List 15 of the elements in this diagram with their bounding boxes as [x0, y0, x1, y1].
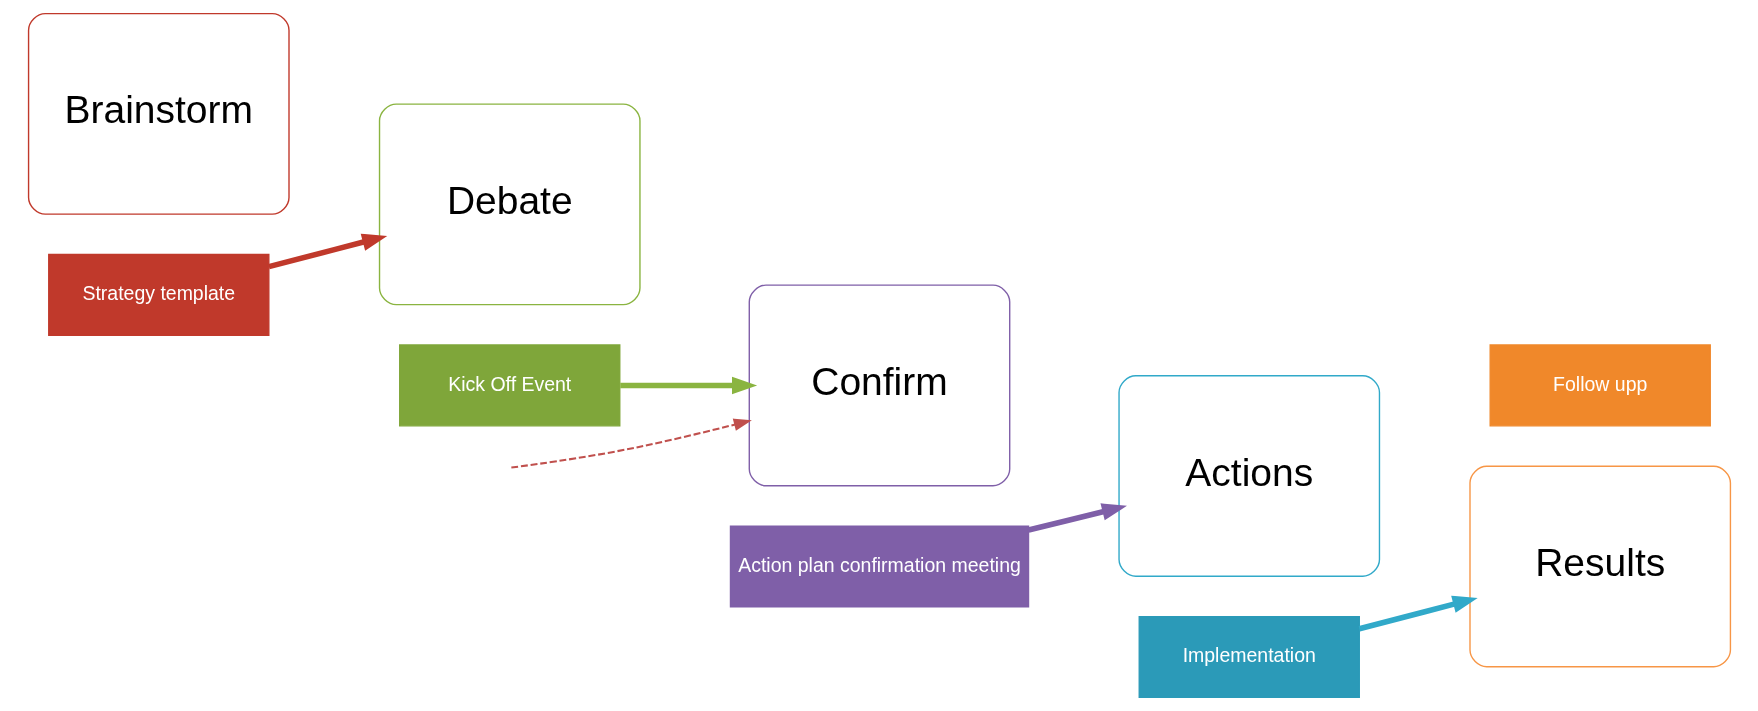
node-box: Kick Off Event: [398, 344, 620, 427]
node-box: Strategy template: [47, 253, 269, 336]
node-box: Debate: [378, 103, 641, 306]
arrow: [1027, 503, 1127, 533]
node-box: Results: [1468, 465, 1731, 668]
node-box: Actions: [1117, 375, 1380, 577]
node-box: Brainstorm: [27, 12, 290, 215]
arrow: [267, 233, 387, 270]
node-box: Action plan confirmation meeting: [729, 525, 1029, 608]
arrow: [510, 418, 752, 469]
node-box: Follow upp: [1489, 344, 1711, 427]
node-box: Confirm: [748, 284, 1010, 487]
node-box: Implementation: [1138, 615, 1360, 699]
arrow: [1358, 595, 1478, 632]
arrow: [619, 376, 757, 395]
